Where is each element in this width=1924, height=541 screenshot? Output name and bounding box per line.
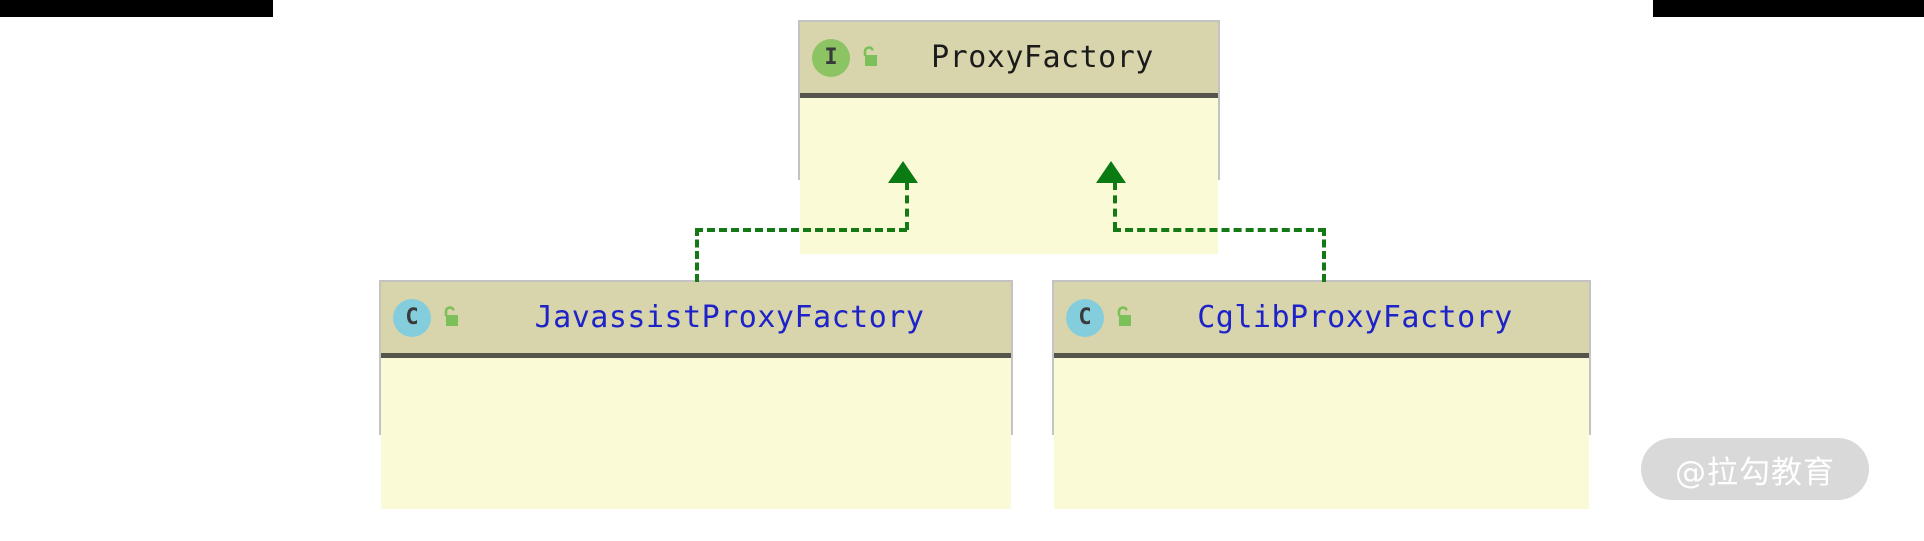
uml-interface-title: ProxyFactory: [931, 40, 1154, 75]
uml-class-title-right: CglibProxyFactory: [1197, 300, 1513, 335]
uml-interface-proxyfactory[interactable]: I ProxyFactory: [798, 20, 1220, 254]
realization-right-vertical-lower: [1322, 228, 1326, 282]
realization-right-vertical-upper: [1113, 182, 1117, 230]
uml-class-members-right: [1054, 358, 1589, 509]
unlocked-padlock-icon: [1111, 305, 1135, 329]
uml-class-header-left: C JavassistProxyFactory: [381, 282, 1011, 358]
interface-stereotype-icon: I: [812, 38, 850, 77]
top-black-bar-right: [1653, 0, 1924, 17]
uml-interface-header: I ProxyFactory: [800, 22, 1218, 98]
unlocked-padlock-icon: [857, 45, 881, 69]
realization-left-vertical-upper: [905, 182, 909, 230]
watermark-text: @拉勾教育: [1675, 454, 1835, 491]
uml-class-members-left: [381, 358, 1011, 509]
uml-class-cglibproxyfactory[interactable]: C CglibProxyFactory: [1052, 280, 1591, 509]
unlocked-padlock-icon: [438, 305, 462, 329]
uml-class-title-left: JavassistProxyFactory: [534, 300, 925, 335]
realization-left-horizontal: [695, 228, 907, 232]
uml-class-header-right: C CglibProxyFactory: [1054, 282, 1589, 358]
realization-arrowhead-right: [1096, 161, 1126, 183]
uml-class-javassistproxyfactory[interactable]: C JavassistProxyFactory: [379, 280, 1013, 509]
top-black-bar-left: [0, 0, 273, 17]
class-stereotype-icon: C: [393, 298, 431, 337]
realization-left-vertical-lower: [695, 228, 699, 282]
class-stereotype-icon: C: [1066, 298, 1104, 337]
realization-right-horizontal: [1113, 228, 1326, 232]
watermark-badge: @拉勾教育: [1641, 438, 1869, 500]
realization-arrowhead-left: [888, 161, 918, 183]
